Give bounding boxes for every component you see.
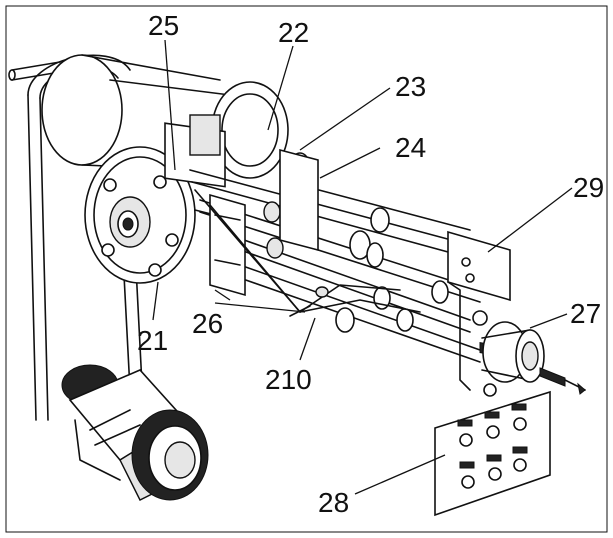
label-24: 24 [395, 132, 426, 163]
label-21: 21 [137, 325, 168, 356]
label-27: 27 [570, 298, 601, 329]
label-22: 22 [278, 17, 309, 48]
rear-disc [164, 81, 289, 188]
front-pulley-wheel [84, 146, 216, 284]
leader-lines [152, 39, 573, 495]
label-26: 26 [192, 308, 223, 339]
wire-feed [194, 189, 421, 317]
control-panel [434, 390, 551, 517]
figure-border [5, 5, 608, 533]
label-23: 23 [395, 71, 426, 102]
label-29: 29 [573, 172, 604, 203]
label-25: 25 [148, 10, 179, 41]
front-end-plate [447, 230, 511, 391]
label-28: 28 [318, 487, 349, 518]
mid-frame [209, 148, 319, 297]
drive-motor [61, 364, 209, 501]
label-210: 210 [265, 364, 312, 395]
rotating-head [472, 310, 586, 397]
